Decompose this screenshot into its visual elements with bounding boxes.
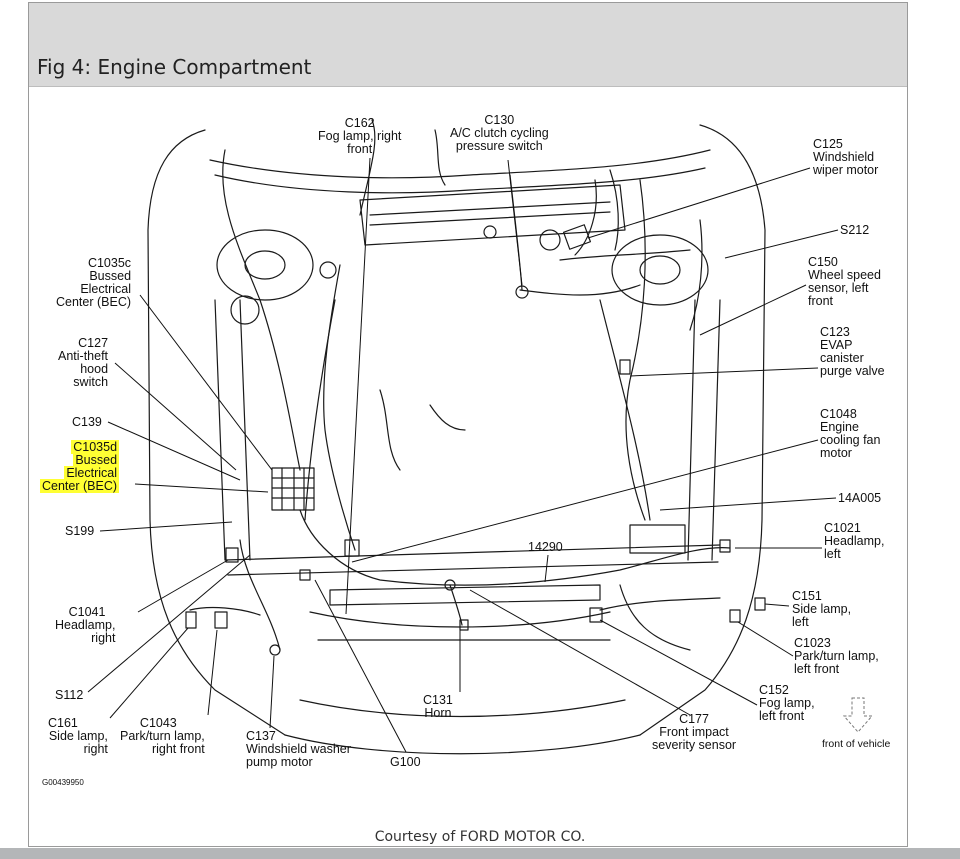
label-c139: C139 bbox=[72, 415, 102, 429]
highlight-c1035d-line2: Bussed bbox=[73, 453, 120, 467]
right-strut-tower bbox=[216, 229, 314, 301]
bottom-scroll-bar bbox=[0, 848, 960, 859]
ac-switch-connector bbox=[515, 285, 529, 299]
highlight-c1035d-line1: C1035d bbox=[71, 440, 120, 454]
leader-lines bbox=[87, 157, 839, 753]
highlight-c1035d-line3: Electrical bbox=[64, 466, 120, 480]
front-of-vehicle-arrow-icon bbox=[842, 697, 874, 733]
front-bumper-outline bbox=[284, 734, 641, 755]
left-fender-outline bbox=[639, 124, 766, 736]
cowl-panel bbox=[209, 149, 711, 179]
label-s112: S112 bbox=[55, 688, 84, 702]
highlight-c1035d-line4: Center (BEC) bbox=[40, 479, 120, 493]
label-14a005: 14A005 bbox=[838, 491, 882, 505]
label-s199: S199 bbox=[65, 524, 95, 538]
right-fender-outline bbox=[147, 129, 286, 736]
bussed-electrical-center-box bbox=[271, 467, 315, 511]
left-strut-tower bbox=[611, 234, 709, 306]
courtesy-text: Courtesy of FORD MOTOR CO. bbox=[374, 829, 586, 845]
label-14290: 14290 bbox=[528, 540, 563, 554]
main-wiring-harness bbox=[222, 149, 301, 471]
label-g100: G100 bbox=[390, 755, 421, 769]
figure-header: Fig 4: Engine Compartment bbox=[29, 3, 907, 87]
radiator-support bbox=[224, 544, 721, 561]
front-of-vehicle-label: front of vehicle bbox=[822, 738, 891, 750]
label-s212: S212 bbox=[840, 223, 870, 237]
figure-title: Fig 4: Engine Compartment bbox=[37, 55, 312, 79]
figure-frame: Fig 4: Engine Compartment bbox=[28, 2, 908, 847]
label-c1035d: C1035d Bussed Electrical Center (BEC) bbox=[40, 440, 120, 493]
figure-code: G00439950 bbox=[42, 778, 84, 787]
